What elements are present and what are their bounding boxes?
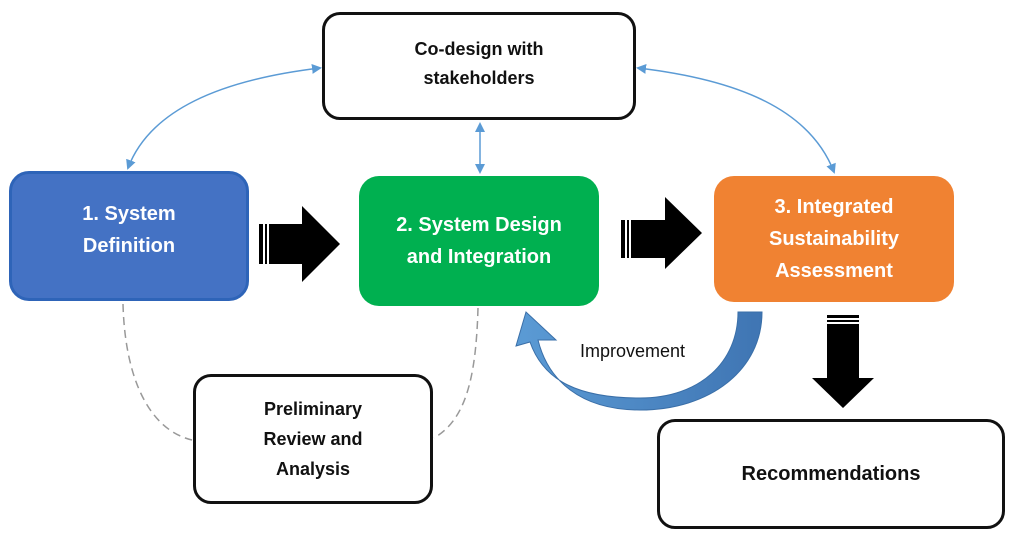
- recommendations-label: Recommendations: [741, 462, 921, 485]
- improvement-label: Improvement: [580, 341, 686, 361]
- flow-arrow-2-to-3: [621, 197, 702, 269]
- step1-line2: Definition: [82, 235, 176, 257]
- preliminary-line3: Analysis: [275, 459, 351, 479]
- codesign-line2: stakeholders: [423, 68, 535, 88]
- step2-system-design-box: 2. System Design and Integration: [359, 176, 599, 306]
- connector-codesign-step1: [126, 63, 322, 170]
- step2-line2: and Integration: [406, 246, 552, 268]
- codesign-box: Co-design with stakeholders: [322, 12, 636, 120]
- step1-line1: 1. System: [82, 203, 176, 225]
- connector-codesign-step3: [636, 63, 836, 174]
- step3-sustainability-assessment-box: 3. Integrated Sustainability Assessment: [714, 176, 954, 302]
- codesign-line1: Co-design with: [414, 39, 544, 59]
- step3-line3: Assessment: [775, 260, 893, 282]
- preliminary-review-box: Preliminary Review and Analysis: [193, 374, 433, 504]
- step2-line1: 2. System Design: [396, 214, 562, 236]
- flow-arrow-1-to-2: [259, 206, 340, 282]
- preliminary-line2: Review and: [263, 429, 363, 449]
- step1-system-definition-box: 1. System Definition: [9, 171, 249, 301]
- improvement-arrow: [515, 311, 763, 411]
- recommendations-box: Recommendations: [657, 419, 1005, 529]
- step3-line2: Sustainability: [768, 228, 900, 250]
- dashed-line-right: [433, 307, 479, 439]
- step3-line1: 3. Integrated: [774, 196, 894, 218]
- dashed-line-left: [122, 303, 193, 441]
- preliminary-line1: Preliminary: [263, 399, 363, 419]
- flow-arrow-3-to-recommendations: [812, 315, 874, 408]
